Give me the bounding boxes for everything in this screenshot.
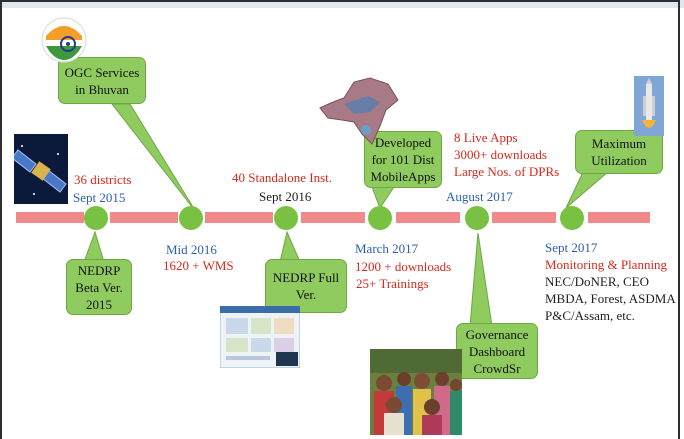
india-flag-logo-icon [41,17,87,63]
timeline-segment [110,212,178,223]
top-band [0,0,684,8]
sep2017-note: Monitoring & Planning [545,257,668,272]
mar2017-note2: 25+ Trainings [356,276,429,291]
mid2016-note: 1620 + WMS [163,258,234,273]
nedrp-full-tail [279,230,301,263]
aug2017-note2: 3000+ downloads [454,147,547,162]
callout-line: Maximum [591,136,647,151]
governance-callout-tail [469,232,493,327]
timeline-node-sep2017 [560,206,584,230]
callout-line: Dashboard [468,343,526,359]
timeline-segment [16,212,84,223]
max-util-callout: Maximum Utilization [575,130,663,174]
mobile-callout-tail [371,186,395,210]
callout-line: NEDRP [77,262,121,278]
timeline-segment [301,212,365,223]
timeline-node-mid2016 [179,206,203,230]
aug2017-note1: 8 Live Apps [454,130,518,145]
nedrp-beta-tail [83,230,105,263]
dashboard-screenshot-icon [220,306,300,368]
callout-line: for 101 Dist [371,152,435,167]
callout-line: Beta Ver. [75,279,123,295]
sep2015-note: 36 districts [74,172,132,187]
callout-line: Governance [465,326,529,342]
mobile-apps-callout: Developed for 101 Dist MobileApps [364,131,442,188]
aug2017-date: August 2017 [446,189,513,204]
sep2017-date: Sept 2017 [545,240,598,255]
nedrp-beta-callout: NEDRP Beta Ver. 2015 [66,259,132,315]
crowd-photo-icon [370,349,462,435]
callout-line: Utilization [591,153,647,168]
sep2017-users2: MBDA, Forest, ASDMA [545,291,676,306]
max-util-callout-tail [565,171,610,209]
timeline-segment [492,212,556,223]
callout-line: CrowdSr [473,360,521,376]
timeline-segment [205,212,273,223]
rocket-launch-icon [634,76,664,136]
sep2016-note: 40 Standalone Inst. [232,170,333,185]
ogc-callout-tail [110,103,197,213]
mar2017-note1: 1200 + downloads [355,259,452,274]
callout-line: 2015 [86,296,112,312]
timeline-segment [588,212,650,223]
sep2017-users3: P&C/Assam, etc. [545,308,635,323]
timeline-node-mar2017 [368,206,392,230]
mid2016-date: Mid 2016 [166,242,217,257]
callout-line: OGC Services [64,64,140,80]
callout-line: Ver. [295,287,317,302]
callout-line: in Bhuvan [75,81,129,97]
timeline-node-aug2017 [465,206,489,230]
callout-line: Developed [374,135,432,150]
sep2016-date: Sept 2016 [259,189,312,204]
ogc-callout: OGC Services in Bhuvan [58,57,146,104]
satellite-icon [14,134,68,204]
northeast-map-icon [319,77,399,145]
timeline-segment [396,212,460,223]
timeline-node-sep2015 [84,206,108,230]
sep2017-users1: NEC/DoNER, CEO [545,274,649,289]
callout-line: MobileApps [370,169,436,184]
sep2015-date: Sept 2015 [73,190,126,205]
callout-line: NEDRP Full [272,270,340,285]
governance-callout: Governance Dashboard CrowdSr [456,323,538,379]
timeline-node-sep2016 [274,206,298,230]
nedrp-full-callout: NEDRP Full Ver. [265,259,347,313]
mar2017-date: March 2017 [355,241,419,256]
aug2017-note3: Large Nos. of DPRs [454,164,560,179]
